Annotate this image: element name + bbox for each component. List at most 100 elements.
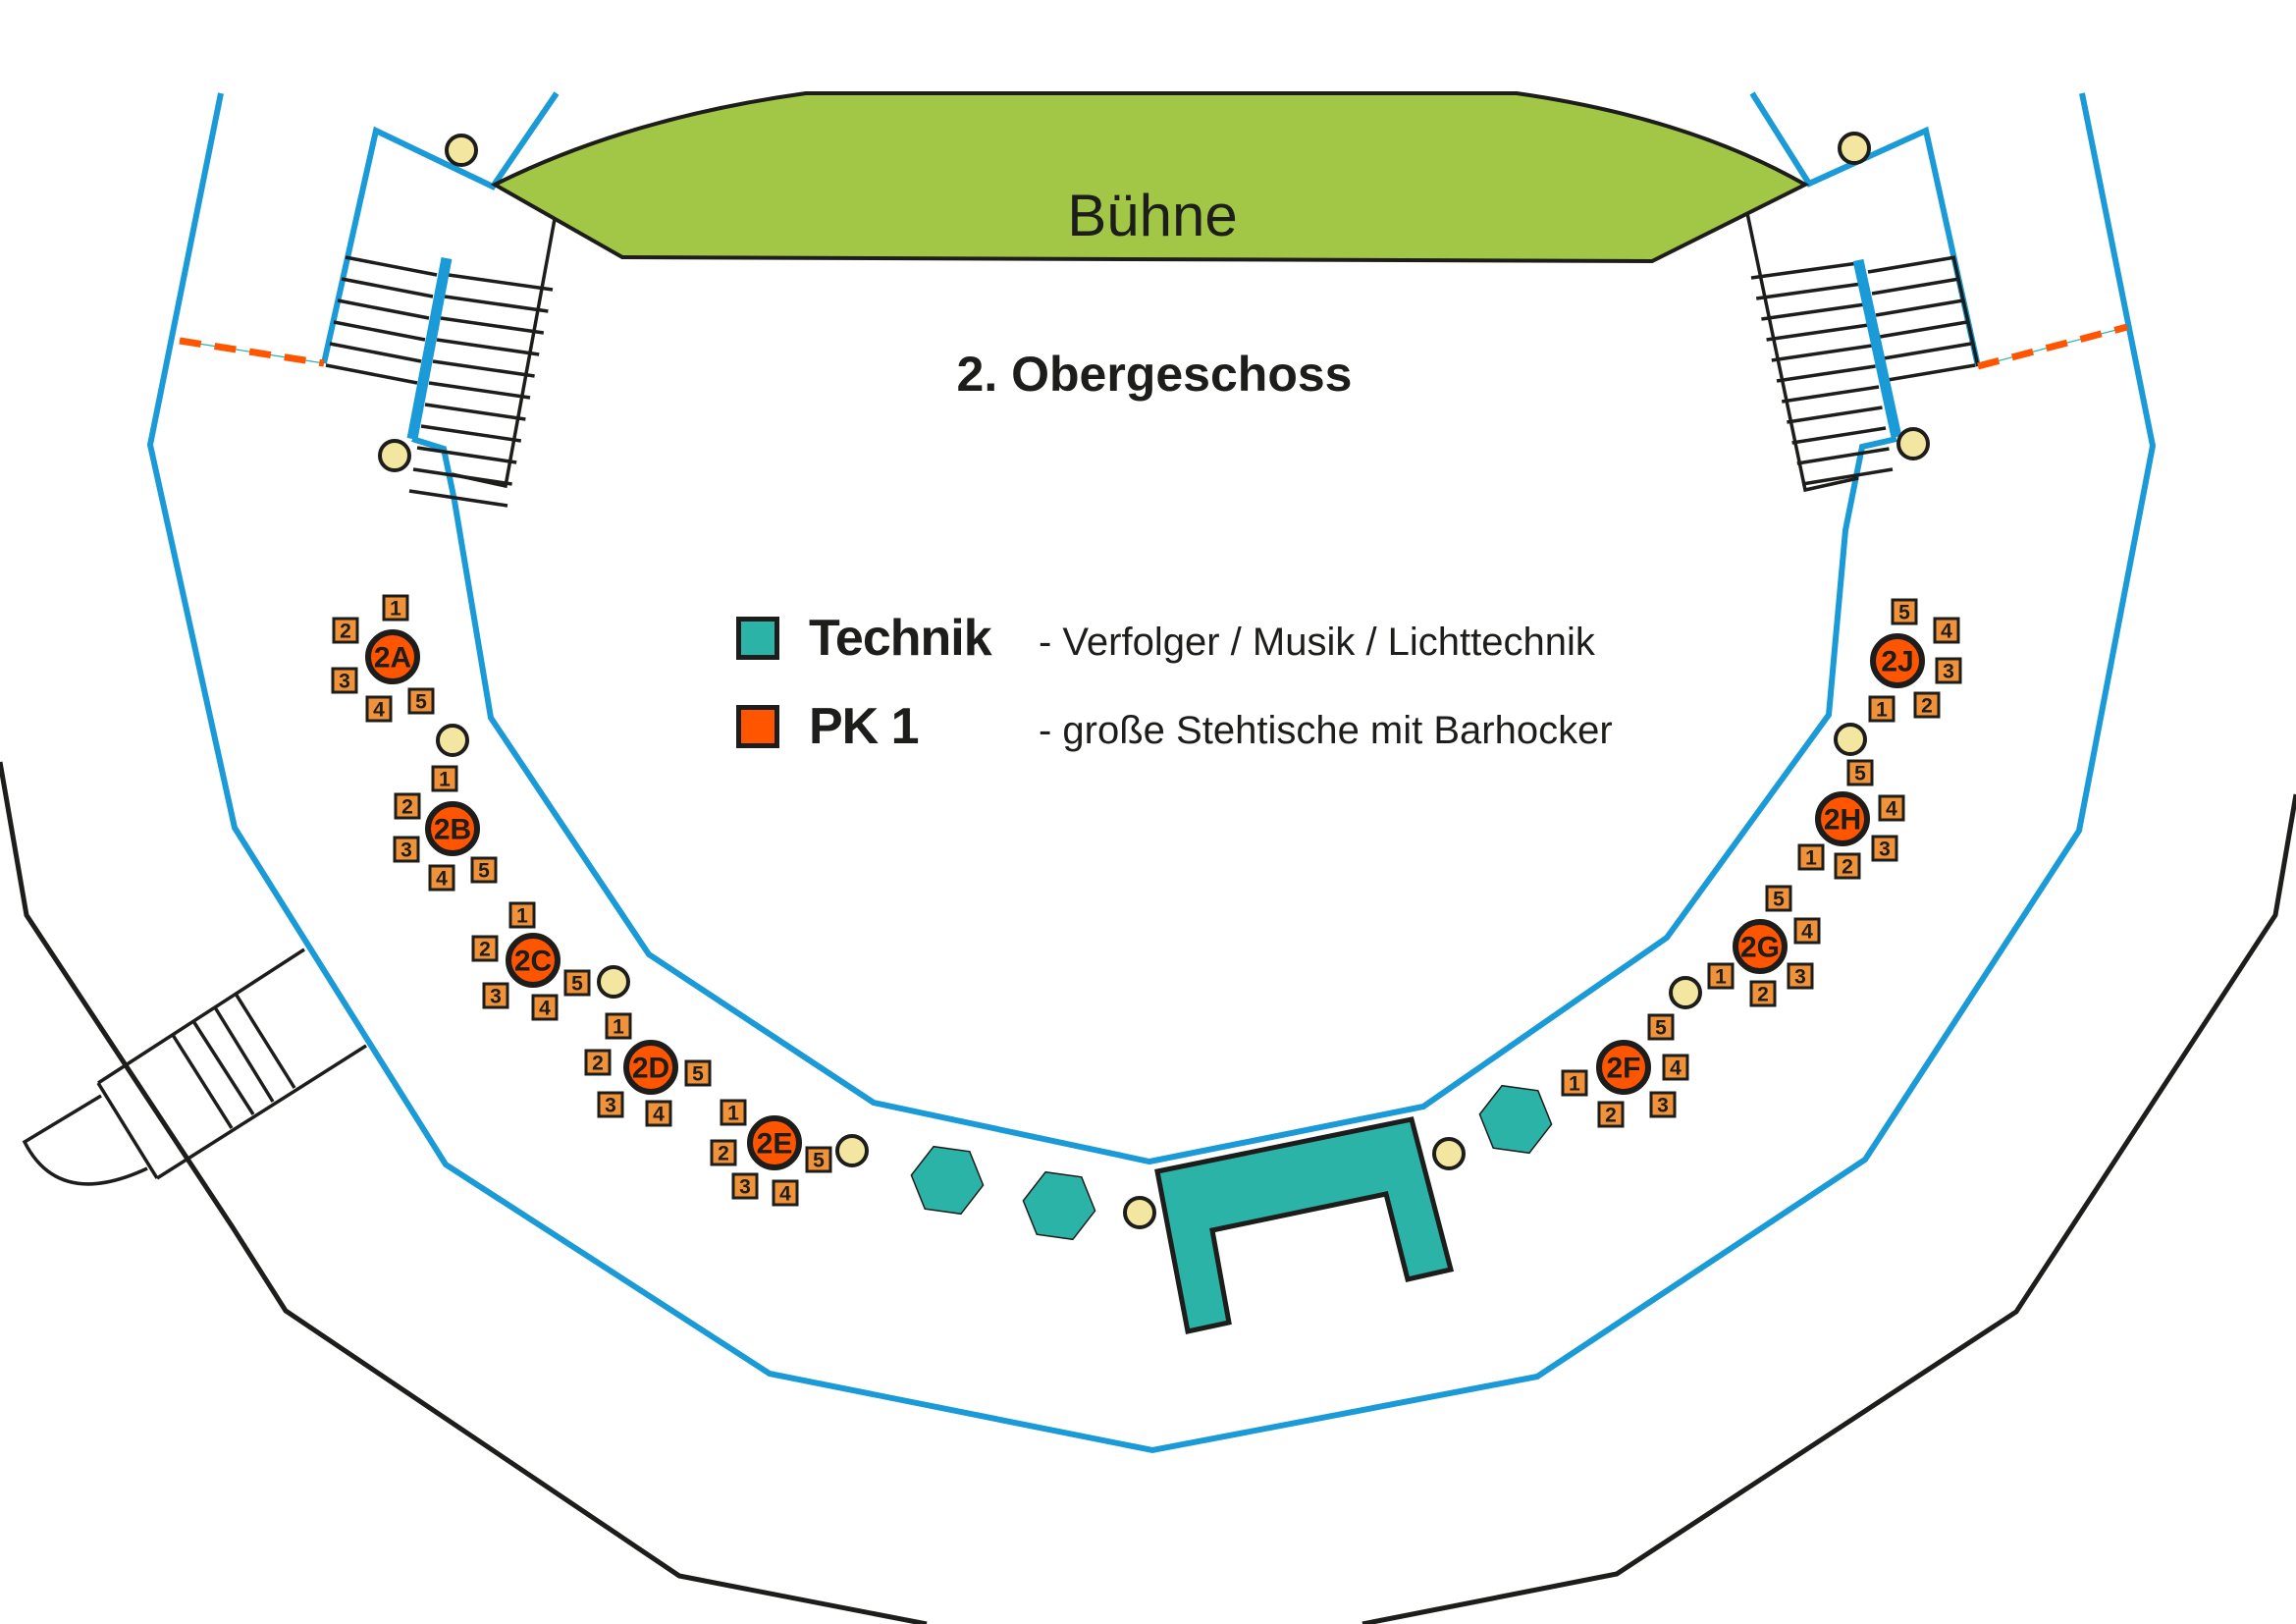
seat-number: 3 (739, 1176, 751, 1199)
seat-2h-4[interactable]: 4 (1878, 794, 1905, 822)
seat-number: 1 (1569, 1073, 1580, 1096)
seat-number: 4 (653, 1104, 665, 1126)
pillar (445, 134, 478, 167)
stair-tread (416, 446, 517, 464)
seat-2d-1[interactable]: 1 (605, 1012, 632, 1040)
seat-box (772, 1179, 799, 1207)
seat-2f-5[interactable]: 5 (1647, 1013, 1675, 1041)
seat-2a-4[interactable]: 4 (365, 695, 393, 723)
seat-2e-1[interactable]: 1 (720, 1099, 747, 1126)
seat-2d-2[interactable]: 2 (584, 1049, 612, 1076)
seat-2e-3[interactable]: 3 (731, 1172, 759, 1200)
seat-2f-3[interactable]: 3 (1649, 1091, 1677, 1118)
table-circle (1870, 633, 1925, 688)
seat-2g-2[interactable]: 2 (1749, 980, 1777, 1007)
seat-box (720, 1099, 747, 1126)
table-circle (1733, 919, 1788, 974)
seat-number: 5 (1655, 1017, 1667, 1040)
seat-2h-5[interactable]: 5 (1846, 759, 1874, 786)
seat-2a-2[interactable]: 2 (332, 617, 359, 644)
technik-hex-2[interactable] (1022, 1170, 1096, 1241)
stair-tread (1879, 320, 1968, 339)
stair-tread (333, 320, 426, 342)
seat-2e-4[interactable]: 4 (772, 1179, 799, 1207)
gallery-wall-inner-curve (452, 436, 1897, 1165)
seat-2d-5[interactable]: 5 (684, 1059, 712, 1087)
legend-description: - große Stehtische mit Barhocker (1039, 709, 1613, 752)
seat-2b-5[interactable]: 5 (470, 856, 498, 884)
pillar (378, 439, 411, 472)
seat-2h-2[interactable]: 2 (1834, 852, 1861, 880)
seat-2b-4[interactable]: 4 (428, 864, 455, 892)
seat-box (1846, 759, 1874, 786)
seat-box (1935, 657, 1962, 684)
seat-box (710, 1139, 737, 1166)
seat-2j-3[interactable]: 3 (1935, 657, 1962, 684)
stair-tread (444, 295, 549, 313)
seat-2b-2[interactable]: 2 (394, 792, 421, 820)
seat-2j-2[interactable]: 2 (1913, 691, 1941, 719)
seat-2a-3[interactable]: 3 (331, 667, 358, 694)
seat-2c-4[interactable]: 4 (531, 994, 559, 1021)
seat-number: 4 (1941, 621, 1952, 643)
seat-2h-3[interactable]: 3 (1871, 835, 1898, 862)
seat-box (805, 1146, 832, 1173)
seat-box (563, 969, 591, 997)
table-circle (623, 1040, 678, 1095)
seat-2c-2[interactable]: 2 (471, 935, 499, 962)
technik-hex-3[interactable] (1478, 1084, 1553, 1155)
seat-2g-5[interactable]: 5 (1765, 885, 1792, 912)
seat-2g-1[interactable]: 1 (1707, 962, 1735, 990)
seat-2b-3[interactable]: 3 (393, 836, 420, 863)
table-label: 2B (434, 814, 471, 846)
left-stair-outline (451, 218, 557, 489)
pk1-swatch-icon (736, 705, 779, 748)
seat-number: 4 (1886, 798, 1897, 821)
seat-2f-2[interactable]: 2 (1597, 1101, 1625, 1128)
seat-2g-4[interactable]: 4 (1793, 917, 1821, 945)
seat-2e-2[interactable]: 2 (710, 1139, 737, 1166)
seat-2f-1[interactable]: 1 (1561, 1069, 1588, 1097)
seat-2c-5[interactable]: 5 (563, 969, 591, 997)
seat-2g-3[interactable]: 3 (1787, 962, 1814, 990)
seat-box (731, 1172, 759, 1200)
stair-tread (1887, 363, 1976, 382)
technik-desk[interactable] (1154, 1116, 1455, 1334)
seat-2c-1[interactable]: 1 (508, 901, 536, 929)
seat-2j-1[interactable]: 1 (1868, 695, 1896, 723)
legend-name: Technik (809, 610, 992, 667)
seat-2a-1[interactable]: 1 (382, 594, 409, 622)
stair-tread (1867, 255, 1956, 274)
seat-box (470, 856, 498, 884)
technik-hex-1[interactable] (910, 1145, 985, 1216)
seat-2f-4[interactable]: 4 (1662, 1054, 1689, 1081)
stair-tread (1761, 302, 1866, 321)
seat-2d-4[interactable]: 4 (645, 1100, 672, 1127)
left-exit-barrier (179, 337, 325, 367)
seat-2b-1[interactable]: 1 (431, 765, 458, 792)
left-stair-wall (321, 91, 560, 364)
stair-tread (1776, 364, 1876, 383)
seat-2j-5[interactable]: 5 (1891, 598, 1918, 625)
right-stair-treads (1750, 255, 1976, 486)
seat-2c-3[interactable]: 3 (482, 982, 509, 1009)
seat-2h-1[interactable]: 1 (1797, 843, 1825, 871)
stair-tread (337, 298, 430, 320)
stair-tread (424, 403, 526, 421)
seat-2d-3[interactable]: 3 (597, 1091, 624, 1118)
seat-number: 3 (1943, 661, 1954, 683)
seat-2j-4[interactable]: 4 (1933, 617, 1960, 644)
seat-2a-5[interactable]: 5 (407, 687, 435, 715)
seat-number: 3 (1879, 839, 1891, 861)
seat-box (1647, 1013, 1675, 1041)
seat-2e-5[interactable]: 5 (805, 1146, 832, 1173)
